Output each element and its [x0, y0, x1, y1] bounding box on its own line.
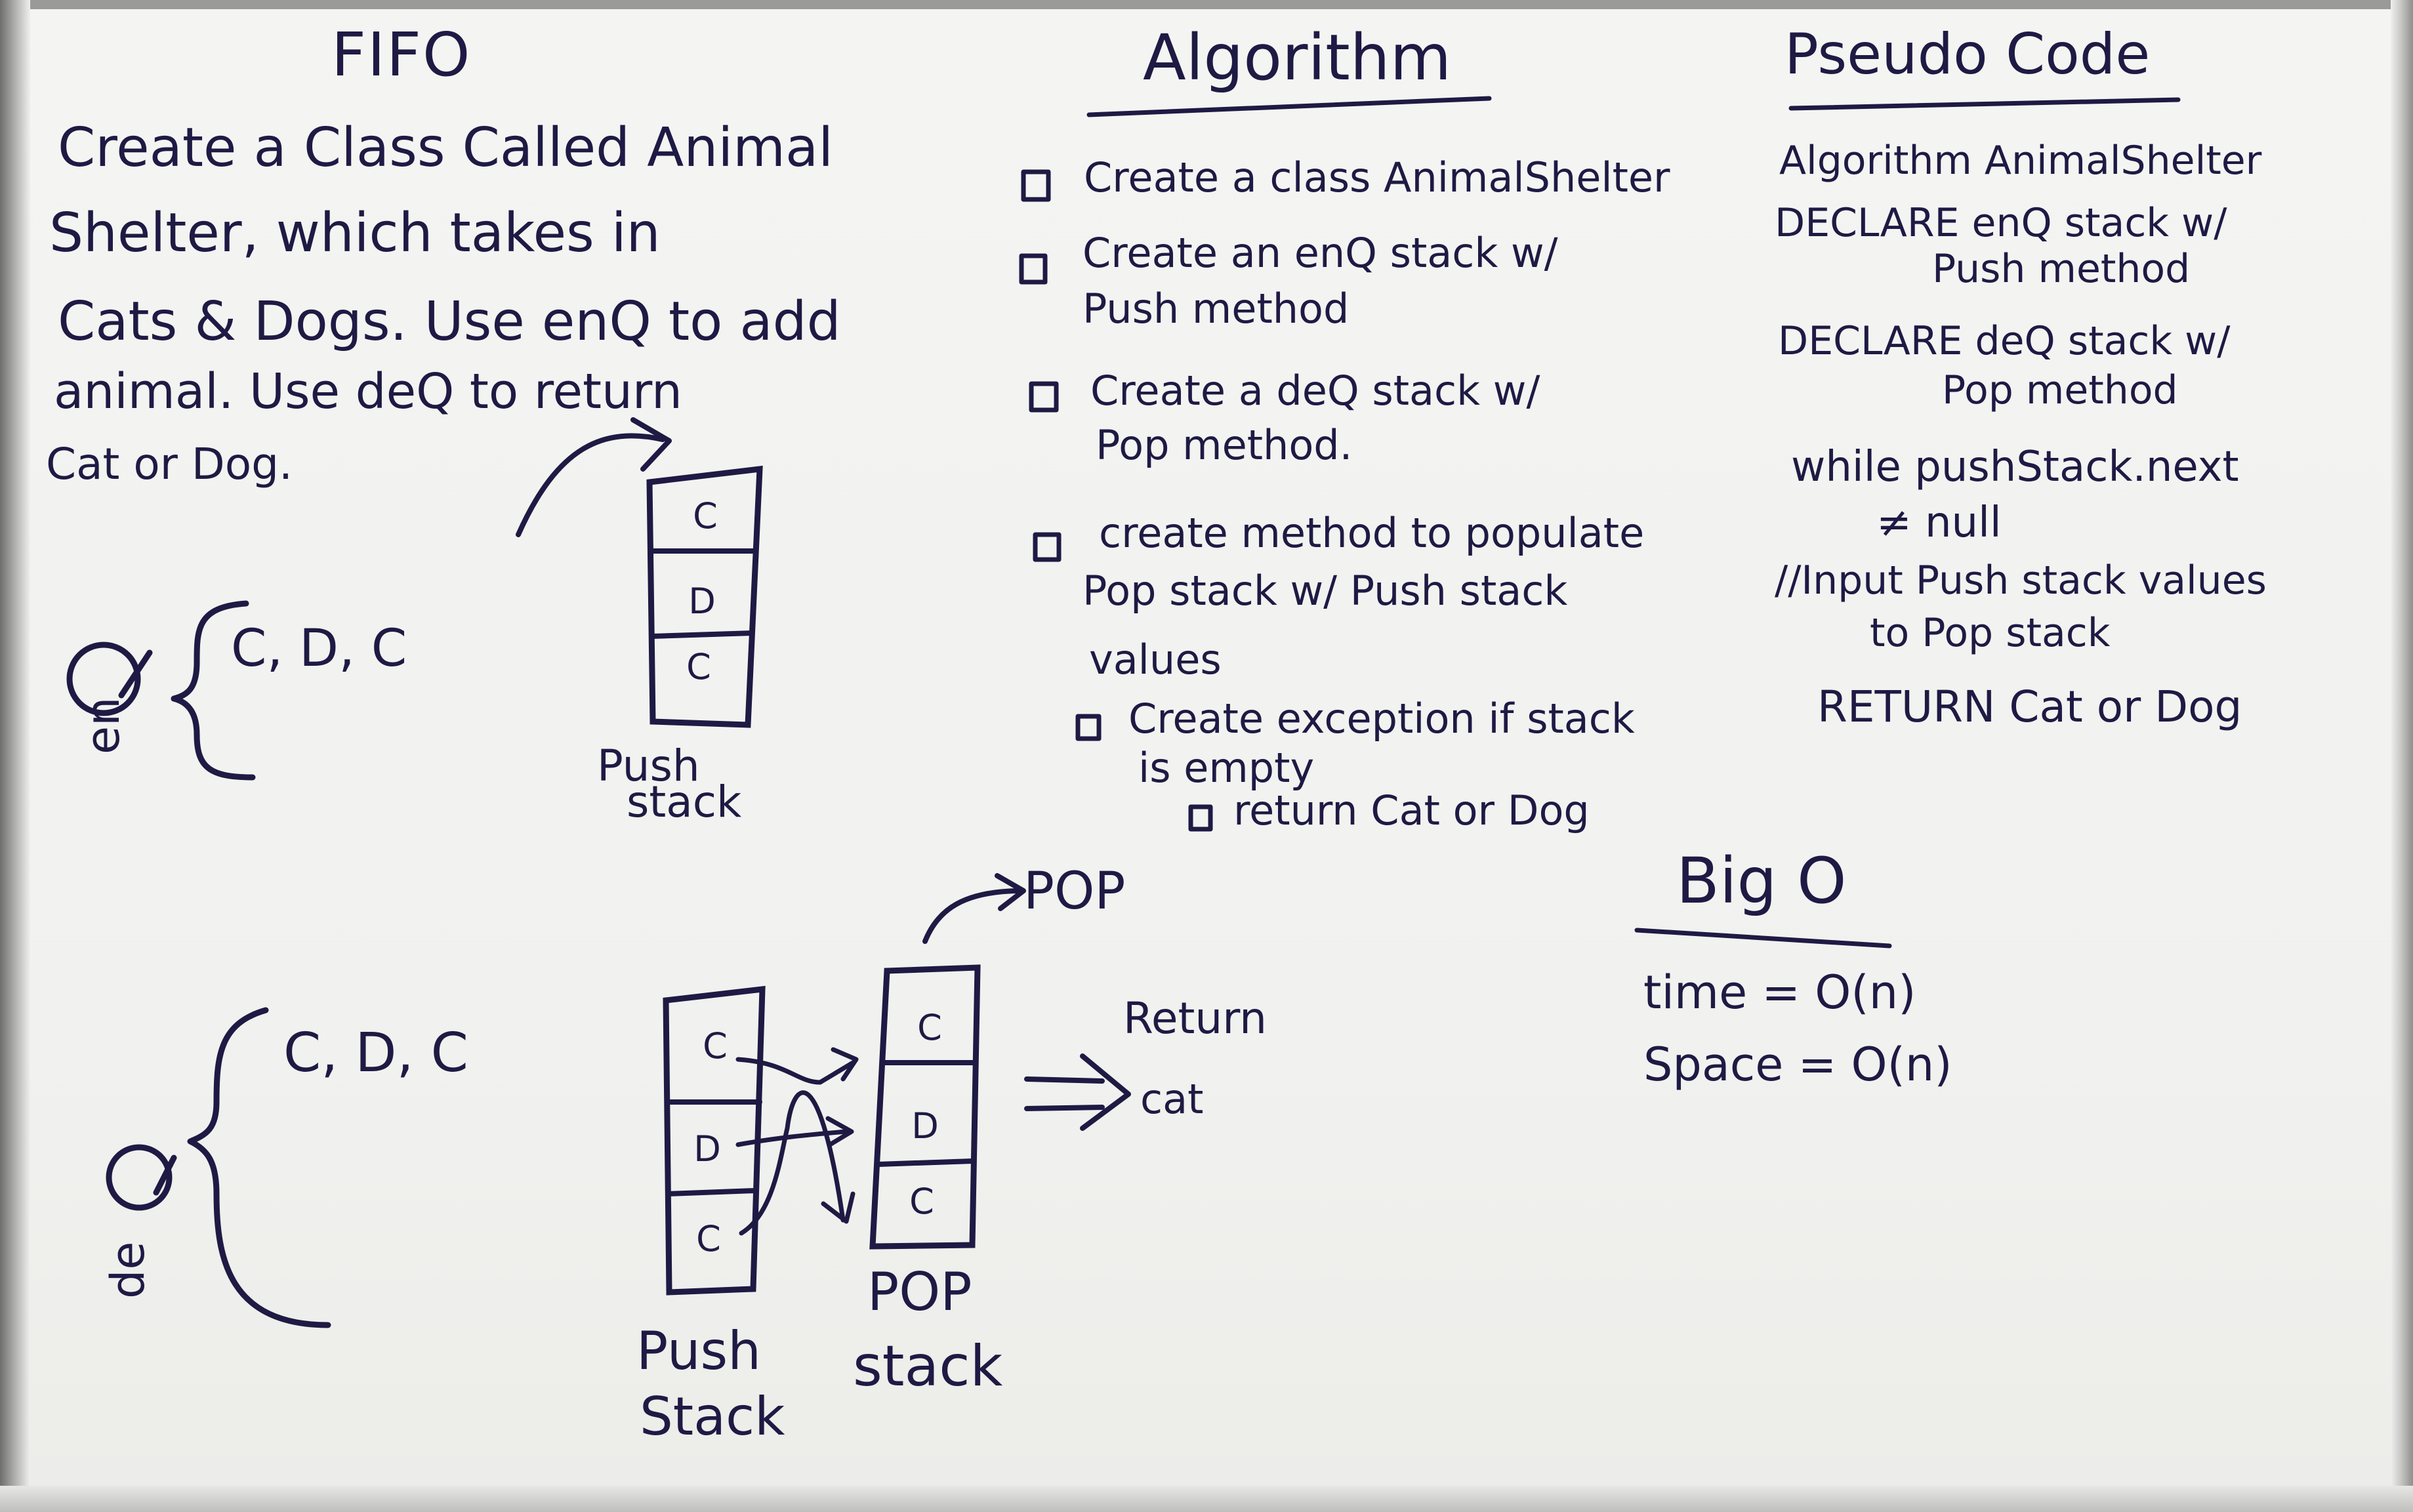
pseudo-title: Pseudo Code [1784, 22, 2151, 87]
pseudo-line-1: Algorithm AnimalShelter [1779, 138, 2262, 184]
deq-pop-label-1: POP [867, 1261, 972, 1322]
pseudo-line-5: Pop method [1942, 367, 2178, 413]
deq-push-label-2: Stack [640, 1386, 785, 1447]
algorithm-title: Algorithm [1143, 21, 1452, 94]
algorithm-item-2: Create an enQ stack w/ [1083, 229, 1558, 277]
deq-push-label-1: Push [636, 1320, 761, 1381]
deq-de-label: de [101, 1241, 155, 1299]
bigo-time: time = O(n) [1643, 966, 1916, 1019]
enq-values: C, D, C [231, 619, 407, 678]
algorithm-checkboxes [1019, 169, 1213, 832]
pseudo-underline [1788, 97, 2181, 111]
board-frame-top [0, 0, 2413, 9]
enq-stack-cell-2: D [688, 581, 716, 622]
deq-values: C, D, C [283, 1022, 468, 1084]
board-frame-right [2391, 0, 2413, 1512]
enq-stack-label-2: stack [627, 777, 742, 827]
board-frame-left [0, 0, 30, 1486]
enq-stack-cell-1: C [693, 495, 718, 537]
pseudo-line-4: DECLARE deQ stack w/ [1778, 318, 2231, 364]
deq-pop-label-2: stack [853, 1334, 1003, 1399]
enq-stack-label-1: Push [597, 741, 700, 791]
algorithm-item-4c: values [1089, 636, 1222, 684]
pseudo-line-8: //Input Push stack values [1775, 558, 2267, 603]
deq-push-cell-2: D [693, 1128, 721, 1170]
pseudo-line-2: DECLARE enQ stack w/ [1775, 200, 2227, 246]
pseudo-line-3: Push method [1932, 246, 2191, 292]
deq-pop-stack [869, 964, 981, 1250]
algorithm-underline [1086, 96, 1492, 117]
algorithm-item-5: Create exception if stack [1128, 695, 1635, 743]
pseudo-line-7: ≠ null [1876, 499, 2002, 547]
return-label: Return [1123, 993, 1268, 1044]
deq-push-stack [663, 985, 766, 1296]
pop-arrowhead [995, 873, 1026, 911]
deq-push-cell-3: C [696, 1218, 721, 1259]
fifo-title: FIFO [331, 20, 472, 90]
enq-brace [171, 600, 256, 781]
deq-pop-cell-3: C [909, 1181, 934, 1222]
problem-line-5: Cat or Dog. [46, 439, 293, 489]
deq-push-cell-1: C [703, 1025, 728, 1067]
enq-q-icon [66, 642, 153, 716]
deq-pop-cell-1: C [917, 1007, 942, 1048]
algorithm-item-2b: Push method [1083, 285, 1350, 333]
algorithm-item-4b: Pop stack w/ Push stack [1083, 567, 1568, 615]
pseudo-line-10: RETURN Cat or Dog [1817, 682, 2242, 732]
deq-pop-cell-2: D [911, 1105, 939, 1147]
board-frame-bottom [0, 1486, 2413, 1512]
algorithm-item-4: create method to populate [1099, 509, 1645, 557]
enq-push-stack [646, 465, 763, 728]
deq-brace [187, 1007, 331, 1328]
algorithm-item-3b: Pop method. [1096, 421, 1353, 469]
algorithm-item-3: Create a deQ stack w/ [1090, 367, 1540, 415]
problem-line-1: Create a Class Called Animal [58, 117, 834, 179]
algorithm-item-6: return Cat or Dog [1233, 787, 1590, 834]
pop-arrow-label: POP [1023, 862, 1126, 921]
return-value: cat [1140, 1075, 1204, 1123]
problem-line-4: animal. Use deQ to return [54, 363, 682, 420]
bigo-space: Space = O(n) [1643, 1038, 1952, 1092]
algorithm-item-1: Create a class AnimalShelter [1084, 153, 1670, 201]
enq-curved-arrow [516, 433, 665, 537]
pseudo-line-9: to Pop stack [1870, 610, 2111, 656]
transfer-arrows [735, 1047, 859, 1236]
pop-curved-arrow [922, 888, 1020, 944]
implies-arrow-icon [1024, 1053, 1131, 1131]
problem-line-3: Cats & Dogs. Use enQ to add [58, 291, 841, 353]
bigo-title: Big O [1676, 844, 1847, 918]
enq-en-label: en [76, 697, 130, 754]
algorithm-item-5b: is empty [1138, 744, 1315, 792]
problem-line-2: Shelter, which takes in [49, 202, 661, 264]
enq-stack-cell-3: C [686, 646, 711, 687]
bigo-underline [1634, 928, 1892, 949]
deq-q-icon [106, 1144, 177, 1211]
pseudo-line-6: while pushStack.next [1791, 443, 2239, 491]
enq-arrowhead [630, 417, 672, 472]
